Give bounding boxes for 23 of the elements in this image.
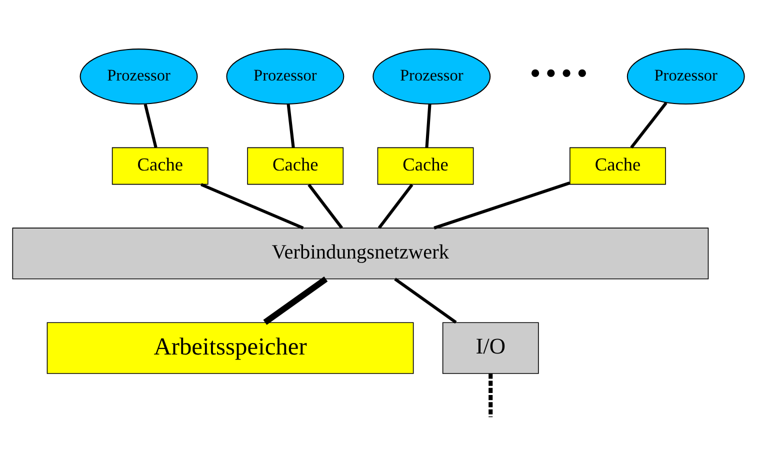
connector bbox=[144, 103, 158, 148]
connector bbox=[378, 183, 414, 228]
connector bbox=[263, 276, 328, 324]
node-box: Cache bbox=[247, 146, 344, 184]
node-ellipse: Prozessor bbox=[226, 48, 344, 104]
connector bbox=[394, 277, 457, 324]
connector bbox=[488, 373, 493, 417]
label: •••• bbox=[528, 58, 590, 90]
node-ellipse: Prozessor bbox=[80, 48, 198, 104]
node-box: I/O bbox=[442, 322, 539, 374]
connector bbox=[308, 183, 344, 228]
connector bbox=[286, 104, 295, 148]
node-box: Cache bbox=[377, 146, 474, 184]
node-box: Arbeitsspeicher bbox=[46, 322, 414, 374]
node-box: Cache bbox=[570, 146, 666, 184]
connector bbox=[200, 182, 304, 229]
node-box: Verbindungsnetzwerk bbox=[12, 227, 709, 279]
node-box: Cache bbox=[112, 146, 208, 184]
connector bbox=[630, 101, 668, 148]
connector bbox=[434, 181, 570, 229]
node-ellipse: Prozessor bbox=[626, 48, 745, 104]
node-ellipse: Prozessor bbox=[372, 48, 491, 104]
connector bbox=[425, 104, 432, 148]
